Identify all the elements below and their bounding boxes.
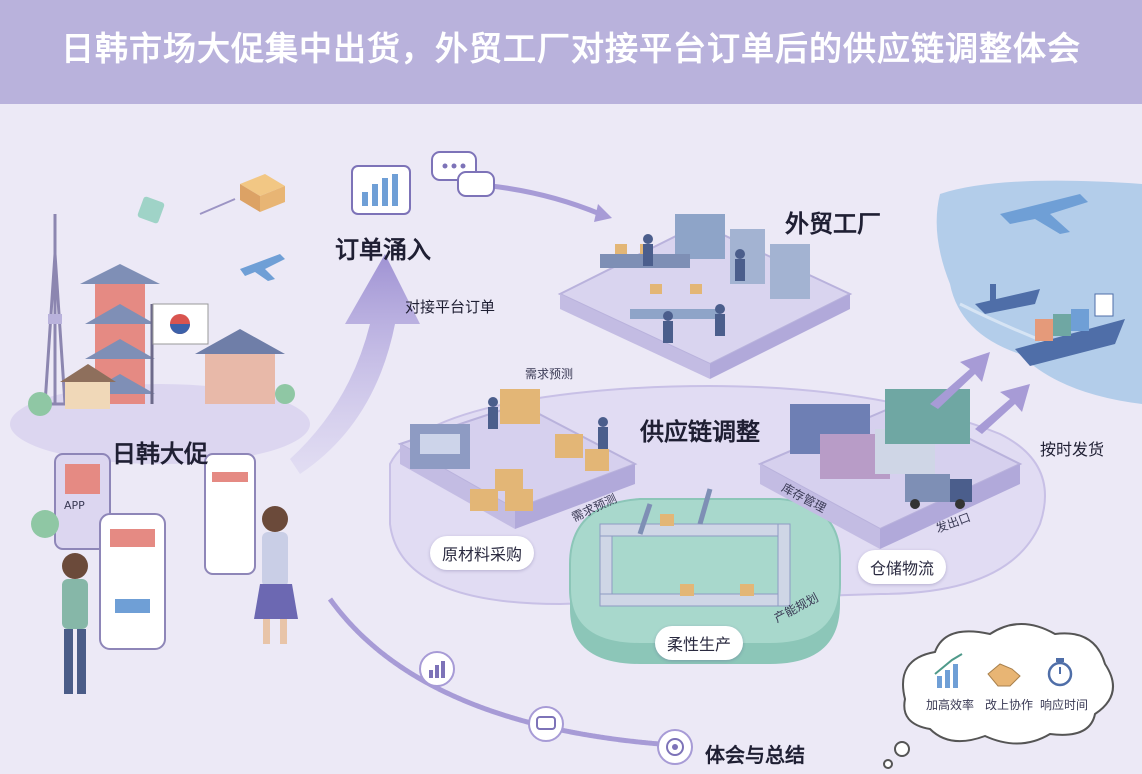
shopping-app-phone — [54, 453, 256, 650]
korea-flag-icon — [150, 303, 209, 404]
currency-tag-icon — [137, 196, 165, 224]
message-icon — [528, 706, 564, 742]
raw-material-platform — [397, 389, 638, 529]
shopper-woman-right — [254, 506, 298, 644]
summary-label: 体会与总结 — [705, 743, 805, 767]
page-title: 日韩市场大促集中出货，外贸工厂对接平台订单后的供应链调整体会 — [61, 29, 1081, 68]
handshake-icon — [987, 663, 1021, 687]
orders-in-label: 订单涌入 — [335, 236, 431, 264]
growth-chart-icon — [934, 653, 963, 688]
airplane-icon — [1000, 194, 1088, 234]
plane-small-icon — [240, 254, 285, 281]
flexible-production-label: 柔性生产 — [655, 626, 744, 660]
orders-up-arrow — [290, 254, 420, 474]
ship-arrow-1 — [930, 352, 990, 409]
cloud-item-collaboration: 改上协作 — [985, 698, 1034, 712]
illustration-stage: 日韩大促 订单涌入 对接平台订单 外贸工厂 供应链调整 需求预测 需求预测 原材… — [0, 104, 1142, 774]
warehouse-platform — [757, 389, 1023, 549]
chat-bubble-icon — [431, 151, 495, 197]
app-label: APP — [64, 499, 85, 512]
factory-label: 外贸工厂 — [785, 210, 881, 238]
on-time-delivery-label: 按时发货 — [1040, 440, 1105, 459]
ship-arrow-2 — [975, 384, 1030, 434]
demand-forecast-top-label: 需求预测 — [525, 367, 574, 381]
stopwatch-icon — [1047, 658, 1073, 687]
cloud-item-response-time: 响应时间 — [1040, 698, 1089, 712]
cargo-ship-icon — [975, 284, 1040, 314]
warehouse-logistics-label: 仓储物流 — [858, 550, 947, 584]
scene-svg — [10, 151, 1142, 769]
header-banner: 日韩市场大促集中出货，外贸工厂对接平台订单后的供应链调整体会 — [0, 0, 1142, 104]
container-ship-icon — [1015, 293, 1125, 366]
parcel-icon — [199, 174, 285, 215]
promo-label: 日韩大促 — [112, 440, 208, 468]
supply-chain-label: 供应链调整 — [640, 418, 760, 446]
shopper-woman-left — [62, 553, 88, 694]
summary-path — [327, 597, 661, 747]
factory-platform — [557, 214, 853, 379]
production-platform — [569, 488, 841, 664]
cloud-item-efficiency: 加高效率 — [926, 698, 975, 712]
raw-material-label: 原材料采购 — [430, 536, 535, 570]
bar-chart-icon — [351, 165, 411, 215]
platform-orders-label: 对接平台订单 — [405, 298, 496, 316]
palace-icon — [60, 329, 285, 409]
tokyo-tower-icon — [43, 214, 67, 406]
